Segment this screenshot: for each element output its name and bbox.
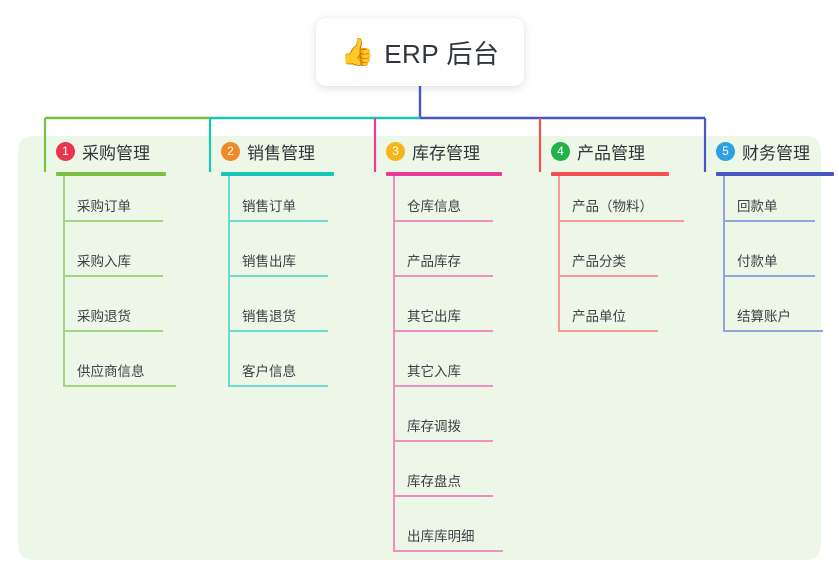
leaf-item[interactable]: 采购退货 <box>63 298 163 332</box>
leaf-item[interactable]: 出库库明细 <box>393 518 503 552</box>
leaf-item[interactable]: 库存盘点 <box>393 463 493 497</box>
leaf-item-rule <box>228 220 328 222</box>
leaf-item-rule <box>393 385 493 387</box>
column-title-4: 产品管理 <box>577 143 645 163</box>
column-header-5[interactable]: 5 财务管理 <box>698 136 810 166</box>
leaf-item-label: 产品库存 <box>407 254 461 269</box>
leaf-item[interactable]: 产品单位 <box>558 298 658 332</box>
leaf-item-label: 销售出库 <box>242 254 296 269</box>
column-title-2: 销售管理 <box>247 143 315 163</box>
leaf-item-rule <box>228 385 328 387</box>
column-badge-5: 5 <box>716 141 735 161</box>
leaf-item[interactable]: 付款单 <box>723 243 815 277</box>
column-header-2[interactable]: 2 销售管理 <box>203 136 315 166</box>
leaf-item-label: 结算账户 <box>737 309 791 324</box>
column-rule-1 <box>56 172 166 176</box>
leaf-item-rule <box>393 275 493 277</box>
column-badge-4: 4 <box>551 141 570 161</box>
leaf-item-label: 回款单 <box>737 199 778 214</box>
leaf-item[interactable]: 供应商信息 <box>63 353 176 387</box>
column-3: 3 库存管理仓库信息产品库存其它出库其它入库库存调拨库存盘点出库库明细 <box>368 136 503 552</box>
leaf-item-rule <box>558 275 658 277</box>
leaf-item-rule <box>723 330 823 332</box>
column-2: 2 销售管理销售订单销售出库销售退货客户信息 <box>203 136 334 387</box>
leaf-item[interactable]: 库存调拨 <box>393 408 493 442</box>
leaf-item-rule <box>63 330 163 332</box>
column-spine-4 <box>558 176 560 332</box>
column-spine-5 <box>723 176 725 332</box>
leaf-item-label: 采购退货 <box>77 309 131 324</box>
column-rule-3 <box>386 172 502 176</box>
leaf-item[interactable]: 仓库信息 <box>393 188 493 222</box>
leaf-item[interactable]: 客户信息 <box>228 353 328 387</box>
column-1: 1 采购管理采购订单采购入库采购退货供应商信息 <box>38 136 176 387</box>
diagram-panel <box>18 136 821 560</box>
leaf-item-rule <box>393 330 493 332</box>
leaf-item-rule <box>393 550 503 552</box>
leaf-item-rule <box>723 275 815 277</box>
column-badge-2: 2 <box>221 141 240 161</box>
leaf-item-label: 产品分类 <box>572 254 626 269</box>
leaf-item-label: 其它出库 <box>407 309 461 324</box>
leaf-item-rule <box>393 495 493 497</box>
leaf-item-label: 销售订单 <box>242 199 296 214</box>
leaf-item[interactable]: 回款单 <box>723 188 815 222</box>
leaf-item[interactable]: 结算账户 <box>723 298 823 332</box>
leaf-item-rule <box>228 275 328 277</box>
leaf-item[interactable]: 产品库存 <box>393 243 493 277</box>
leaf-item-rule <box>228 330 328 332</box>
column-badge-1: 1 <box>56 141 75 161</box>
leaf-item[interactable]: 采购订单 <box>63 188 163 222</box>
leaf-item-label: 客户信息 <box>242 364 296 379</box>
column-rule-4 <box>551 172 669 176</box>
leaf-item-label: 采购订单 <box>77 199 131 214</box>
leaf-item-label: 供应商信息 <box>77 364 145 379</box>
leaf-item-rule <box>63 275 163 277</box>
leaf-item-label: 其它入库 <box>407 364 461 379</box>
leaf-item-rule <box>558 220 684 222</box>
leaf-item-label: 付款单 <box>737 254 778 269</box>
leaf-item-rule <box>558 330 658 332</box>
column-spine-2 <box>228 176 230 387</box>
column-title-3: 库存管理 <box>412 143 480 163</box>
root-node-title: ERP 后台 <box>384 38 500 69</box>
leaf-item-label: 仓库信息 <box>407 199 461 214</box>
leaf-item-label: 销售退货 <box>242 309 296 324</box>
column-badge-3: 3 <box>386 141 405 161</box>
leaf-item[interactable]: 销售出库 <box>228 243 328 277</box>
leaf-item-label: 采购入库 <box>77 254 131 269</box>
column-title-5: 财务管理 <box>742 143 810 163</box>
column-4: 4 产品管理产品（物料） 产品分类产品单位 <box>533 136 684 332</box>
leaf-item-rule <box>393 440 493 442</box>
leaf-item-label: 产品（物料） <box>572 199 653 214</box>
column-rule-5 <box>716 172 834 176</box>
leaf-item[interactable]: 销售订单 <box>228 188 328 222</box>
column-title-1: 采购管理 <box>82 143 150 163</box>
column-header-4[interactable]: 4 产品管理 <box>533 136 645 166</box>
leaf-item-label: 出库库明细 <box>407 529 475 544</box>
leaf-item-label: 库存盘点 <box>407 474 461 489</box>
column-header-1[interactable]: 1 采购管理 <box>38 136 150 166</box>
column-header-3[interactable]: 3 库存管理 <box>368 136 480 166</box>
leaf-item-rule <box>63 385 176 387</box>
column-rule-2 <box>221 172 334 176</box>
leaf-item-label: 库存调拨 <box>407 419 461 434</box>
leaf-item-label: 产品单位 <box>572 309 626 324</box>
leaf-item-rule <box>723 220 815 222</box>
leaf-item-rule <box>393 220 493 222</box>
column-spine-3 <box>393 176 395 552</box>
leaf-item-rule <box>63 220 163 222</box>
leaf-item[interactable]: 产品（物料） <box>558 188 684 222</box>
leaf-item[interactable]: 其它出库 <box>393 298 493 332</box>
leaf-item[interactable]: 采购入库 <box>63 243 163 277</box>
leaf-item[interactable]: 其它入库 <box>393 353 493 387</box>
leaf-item[interactable]: 产品分类 <box>558 243 658 277</box>
column-spine-1 <box>63 176 65 387</box>
thumbs-up-icon: 👍 <box>340 36 375 67</box>
root-node-erp-backend[interactable]: 👍 ERP 后台 <box>316 18 524 86</box>
column-5: 5 财务管理回款单付款单结算账户 <box>698 136 834 332</box>
leaf-item[interactable]: 销售退货 <box>228 298 328 332</box>
